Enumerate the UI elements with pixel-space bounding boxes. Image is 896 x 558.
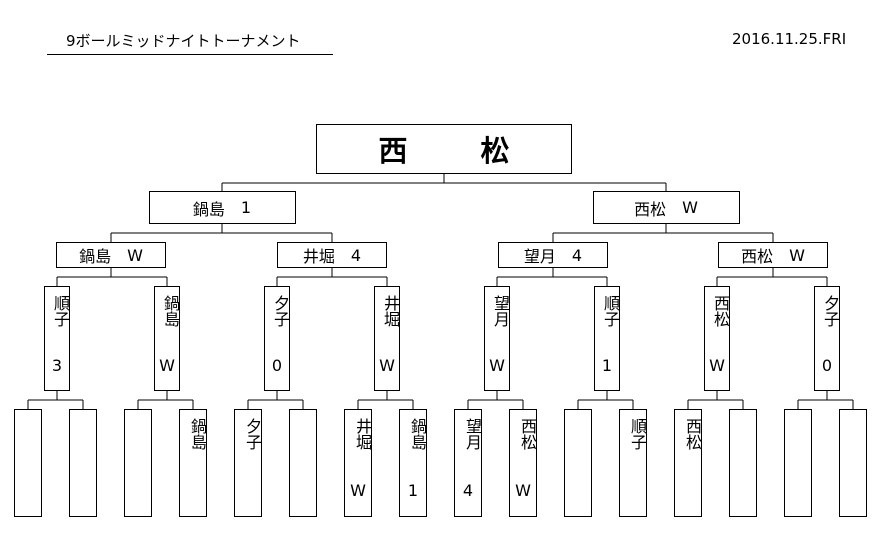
player-name: 西松 xyxy=(711,295,730,327)
quarterfinal-box: 望月 4 xyxy=(498,242,608,268)
quarterfinal-box: 西松 W xyxy=(718,242,828,268)
player-score: 0 xyxy=(271,356,283,375)
round2-box: 鍋島 W xyxy=(154,286,180,391)
round1-box: 鍋島 1 xyxy=(399,409,427,517)
round2-box: 望月 W xyxy=(484,286,510,391)
round1-box xyxy=(729,409,757,517)
player-name: 鍋島 xyxy=(408,418,427,450)
round1-box xyxy=(14,409,42,517)
player-score: W xyxy=(709,356,725,375)
champion-name: 西 松 xyxy=(378,134,532,168)
player-name: 望月 xyxy=(523,247,556,266)
player-score: W xyxy=(159,356,175,375)
player-score: W xyxy=(127,245,143,265)
quarterfinal-box: 井堀 4 xyxy=(277,242,387,268)
player-score: 1 xyxy=(240,198,252,217)
player-name: 西松 xyxy=(634,199,667,219)
round2-box: 順子 1 xyxy=(594,286,620,391)
player-score: W xyxy=(350,481,366,500)
player-score: 4 xyxy=(571,245,583,265)
round2-box: 夕子 0 xyxy=(814,286,840,391)
player-name: 鍋島 xyxy=(79,247,112,266)
champion-box: 西 松 xyxy=(316,124,572,174)
player-name: 井堀 xyxy=(302,247,335,266)
round1-box: 鍋島 xyxy=(179,409,207,517)
tournament-title: 9ボールミッドナイトトーナメント xyxy=(66,32,301,50)
round1-box: 夕子 xyxy=(234,409,262,517)
round2-box: 西松 W xyxy=(704,286,730,391)
semifinal-box: 鍋島 1 xyxy=(148,191,296,224)
player-name: 夕子 xyxy=(243,418,262,450)
round1-box: 西松 W xyxy=(509,409,537,517)
semifinal-box: 西松 W xyxy=(592,191,740,224)
round1-box: 望月 4 xyxy=(454,409,482,517)
player-name: 鍋島 xyxy=(161,295,180,327)
player-name: 望月 xyxy=(491,295,510,327)
round1-box: 順子 xyxy=(619,409,647,517)
round1-box xyxy=(839,409,867,517)
round1-box: 井堀 W xyxy=(344,409,372,517)
round1-box xyxy=(69,409,97,517)
player-score: W xyxy=(489,356,505,375)
round2-box: 順子 3 xyxy=(44,286,70,391)
round1-box xyxy=(564,409,592,517)
player-name: 順子 xyxy=(601,295,620,327)
player-score: 4 xyxy=(350,245,362,265)
player-score: 0 xyxy=(821,356,833,375)
player-name: 夕子 xyxy=(821,295,840,327)
title-underline xyxy=(47,54,333,55)
player-score: 4 xyxy=(462,481,474,500)
round1-box xyxy=(124,409,152,517)
player-score: 3 xyxy=(51,356,63,375)
player-score: W xyxy=(789,245,805,265)
round1-box xyxy=(289,409,317,517)
player-name: 鍋島 xyxy=(192,199,225,219)
player-name: 井堀 xyxy=(381,295,400,327)
player-name: 西松 xyxy=(683,418,702,450)
round1-box: 西松 xyxy=(674,409,702,517)
player-name: 順子 xyxy=(628,418,647,450)
player-name: 夕子 xyxy=(271,295,290,327)
round2-box: 井堀 W xyxy=(374,286,400,391)
tournament-date: 2016.11.25.FRI xyxy=(732,30,847,48)
player-score: W xyxy=(379,356,395,375)
player-score: 1 xyxy=(601,356,613,375)
player-name: 西松 xyxy=(741,247,774,266)
player-name: 順子 xyxy=(51,295,70,327)
player-name: 望月 xyxy=(463,418,482,450)
player-name: 鍋島 xyxy=(188,418,207,450)
player-score: 1 xyxy=(407,481,419,500)
player-name: 西松 xyxy=(518,418,537,450)
player-score: W xyxy=(515,481,531,500)
player-score: W xyxy=(682,198,698,217)
round1-box xyxy=(784,409,812,517)
player-name: 井堀 xyxy=(353,418,372,450)
round2-box: 夕子 0 xyxy=(264,286,290,391)
quarterfinal-box: 鍋島 W xyxy=(56,242,166,268)
